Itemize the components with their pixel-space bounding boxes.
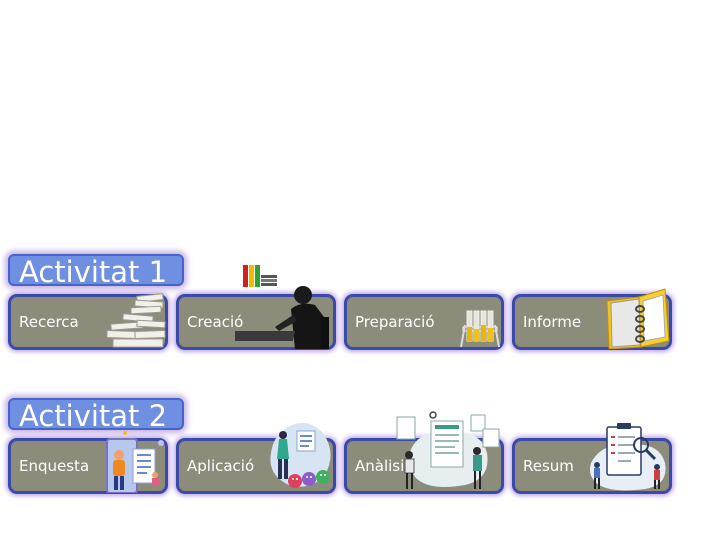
step-label: Preparació: [355, 313, 435, 331]
step-label: Creació: [187, 313, 244, 331]
feedback-faces-icon: [270, 422, 331, 488]
step-label: Anàlisi: [355, 457, 405, 475]
activity-2-title: Activitat 2: [8, 398, 184, 432]
step-label: Informe: [523, 313, 582, 331]
activity-1-title: Activitat 1: [8, 254, 184, 288]
step-card-creacio[interactable]: Creació: [176, 265, 336, 350]
step-card-resum[interactable]: Resum: [512, 423, 672, 494]
binder-icon: [606, 288, 670, 349]
paper-stack-icon: [106, 293, 166, 348]
step-label: Resum: [523, 457, 574, 475]
step-label: Recerca: [19, 313, 79, 331]
step-label: Aplicació: [187, 457, 255, 475]
step-card-informe[interactable]: Informe: [512, 288, 672, 350]
step-card-enquesta[interactable]: Enquesta: [8, 431, 168, 494]
step-label: Enquesta: [19, 457, 90, 475]
step-card-aplicacio[interactable]: Aplicació: [176, 422, 336, 494]
survey-people-icon: [106, 431, 164, 493]
person-at-desk-icon: [235, 265, 329, 349]
clipboard-review-icon: [590, 423, 666, 491]
step-card-preparacio[interactable]: Preparació: [344, 294, 504, 350]
step-card-recerca[interactable]: Recerca: [8, 293, 168, 350]
step-card-analisi[interactable]: Anàlisi: [344, 411, 504, 494]
data-analysis-icon: [396, 411, 500, 489]
test-tubes-icon: [460, 310, 500, 348]
